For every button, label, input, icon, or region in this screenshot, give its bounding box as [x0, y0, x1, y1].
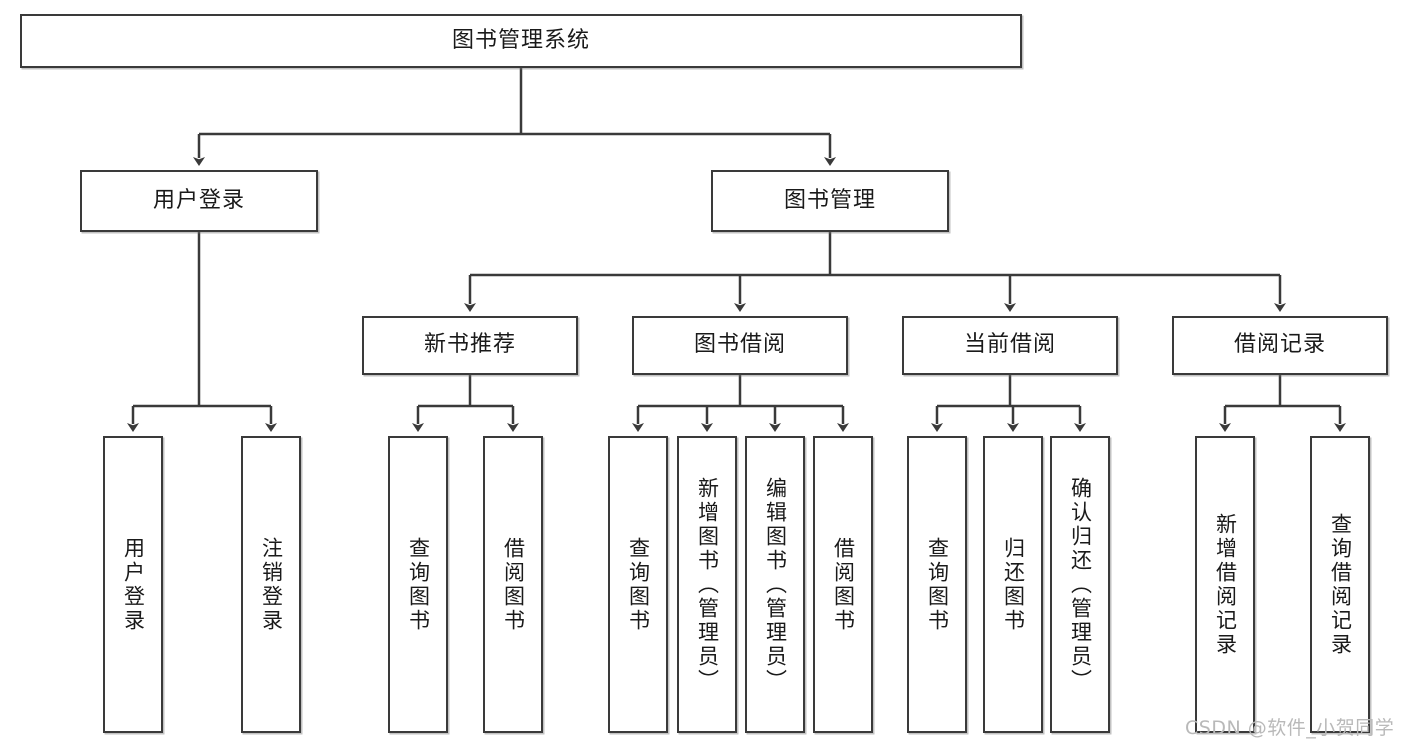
node-label: 查询图书: [626, 536, 651, 633]
node-label: 新书推荐: [423, 332, 516, 358]
node-user-login[interactable]: 用户登录: [80, 170, 318, 232]
node-current-borrow[interactable]: 当前借阅: [902, 316, 1118, 375]
leaf-add-borrow-record[interactable]: 新增借阅记录: [1195, 436, 1255, 733]
node-root-system[interactable]: 图书管理系统: [20, 14, 1022, 68]
node-label: 当前借阅: [963, 332, 1056, 358]
leaf-query-book-recommend[interactable]: 查询图书: [388, 436, 448, 733]
node-label: 图书管理系统: [451, 27, 590, 53]
node-label: 用户登录: [152, 187, 245, 213]
leaf-logout[interactable]: 注销登录: [241, 436, 301, 733]
leaf-edit-book-admin[interactable]: 编辑图书（管理员）: [745, 436, 805, 733]
node-label: 编辑图书（管理员）: [763, 476, 788, 693]
node-new-book-recommend[interactable]: 新书推荐: [362, 316, 578, 375]
leaf-user-login[interactable]: 用户登录: [103, 436, 163, 733]
node-label: 图书借阅: [693, 332, 786, 358]
node-label: 用户登录: [121, 536, 146, 633]
leaf-return-book[interactable]: 归还图书: [983, 436, 1043, 733]
node-label: 借阅图书: [501, 536, 526, 633]
node-label: 借阅图书: [831, 536, 856, 633]
node-book-management[interactable]: 图书管理: [711, 170, 949, 232]
leaf-confirm-return-admin[interactable]: 确认归还（管理员）: [1050, 436, 1110, 733]
node-book-borrow[interactable]: 图书借阅: [632, 316, 848, 375]
node-label: 注销登录: [259, 536, 284, 633]
leaf-borrow-book[interactable]: 借阅图书: [813, 436, 873, 733]
node-label: 图书管理: [783, 187, 876, 213]
node-label: 新增借阅记录: [1213, 512, 1238, 657]
watermark-text: CSDN @软件_小贺同学: [1185, 717, 1395, 739]
node-label: 新增图书（管理员）: [695, 476, 720, 693]
node-label: 查询图书: [925, 536, 950, 633]
node-label: 查询图书: [406, 536, 431, 633]
leaf-query-book-current[interactable]: 查询图书: [907, 436, 967, 733]
node-label: 确认归还（管理员）: [1068, 476, 1093, 693]
leaf-query-borrow-record[interactable]: 查询借阅记录: [1310, 436, 1370, 733]
leaf-add-book-admin[interactable]: 新增图书（管理员）: [677, 436, 737, 733]
node-label: 借阅记录: [1233, 332, 1326, 358]
leaf-query-book-borrow[interactable]: 查询图书: [608, 436, 668, 733]
node-label: 查询借阅记录: [1328, 512, 1353, 657]
node-label: 归还图书: [1001, 536, 1026, 633]
leaf-borrow-book-recommend[interactable]: 借阅图书: [483, 436, 543, 733]
node-borrow-records[interactable]: 借阅记录: [1172, 316, 1388, 375]
